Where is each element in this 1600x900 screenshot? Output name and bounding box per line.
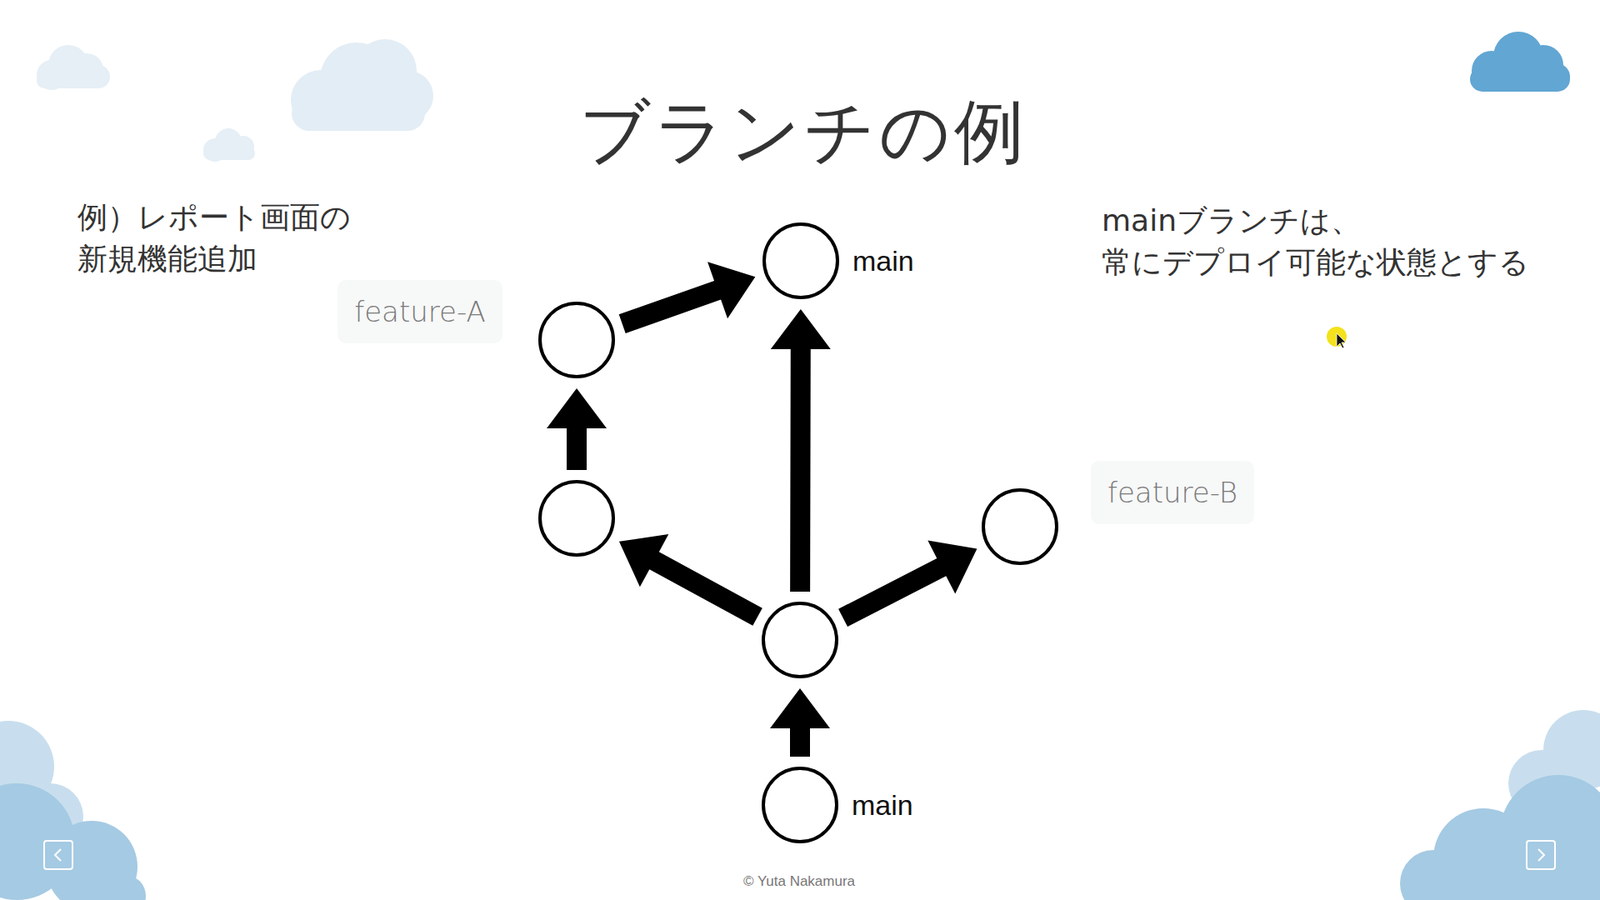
circle-outline [981,488,1059,565]
copyright: © Yuta Nakamura [743,873,855,890]
branch-tag: feature-A [337,280,503,344]
cloud [36,45,110,90]
example-note: 例）レポート画面の 新規機能追加 [77,196,428,281]
block-arrow [619,261,756,334]
block-arrow [770,688,830,757]
branch-tag: feature-B [1090,460,1255,525]
cloud [1470,31,1570,92]
block-arrow [546,388,607,470]
circle-outline [538,480,615,557]
commit-circle: main [762,222,840,300]
nav-button [1526,840,1555,870]
branch-label: main [852,245,915,278]
commit-circle [538,480,615,557]
branch-label: main [851,789,914,822]
rule-note: mainブランチは、 常にデプロイ可能な状態とする [1101,200,1585,285]
circle-outline [761,601,839,679]
commit-circle [761,601,839,679]
cloud [0,720,146,900]
slide-title: ブランチの例 [579,85,1028,180]
circle-outline [538,301,615,379]
commit-circle [538,301,615,379]
nav-button [44,840,73,870]
circle-outline [762,222,840,300]
commit-circle [981,488,1059,565]
circle-outline [761,766,839,844]
cloud [203,128,255,162]
cloud [290,39,434,131]
cloud [1400,710,1600,900]
mouse-cursor [1326,326,1347,349]
block-arrow [838,540,977,628]
commit-circle: main [761,766,839,844]
block-arrow [770,309,831,592]
block-arrow [619,534,763,626]
